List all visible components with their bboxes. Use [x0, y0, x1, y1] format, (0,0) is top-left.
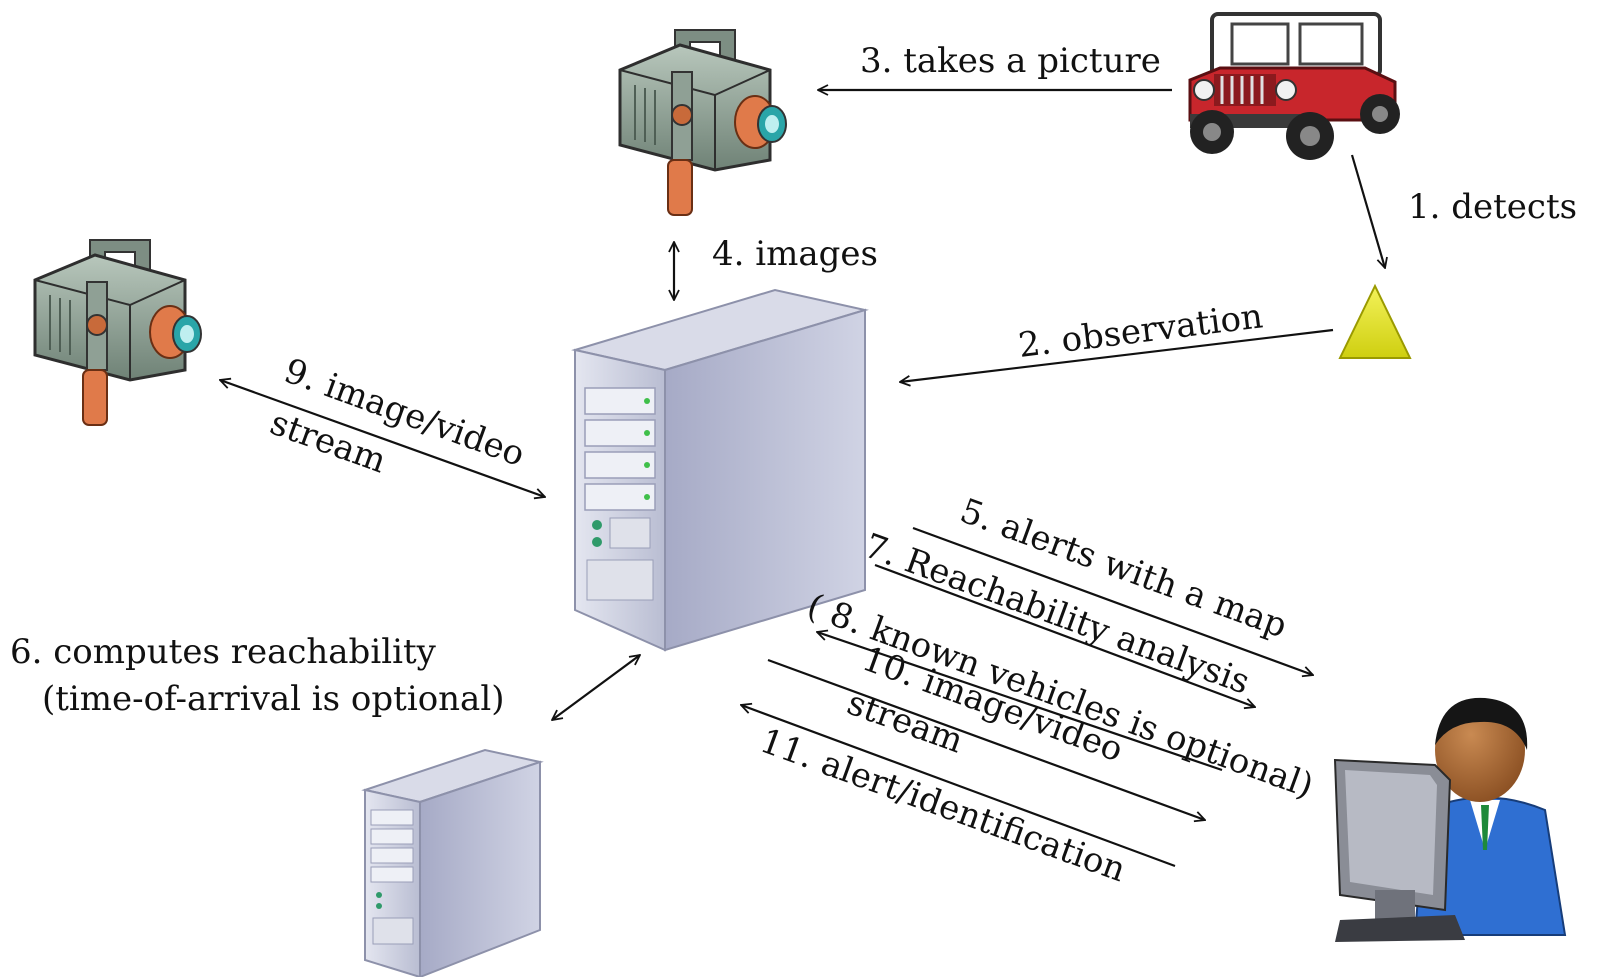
server-tower-icon: [361, 748, 544, 977]
server-tower-icon: [571, 288, 869, 652]
label-step6-line1: 6. computes reachability: [10, 632, 437, 672]
arrow-known-vehicles: [817, 632, 1223, 772]
jeep-icon: [1188, 12, 1400, 160]
arrow-alert-identification: [741, 705, 1176, 868]
arrow-image-video-stream-user: [767, 658, 1205, 820]
sensor-triangle-icon: [1338, 283, 1412, 359]
arrow-reachability-analysis: [874, 563, 1255, 707]
label-step4: 4. images: [712, 234, 878, 274]
surveillance-camera-icon: [33, 239, 202, 426]
arrow-detects: [1350, 154, 1385, 268]
surveillance-camera-icon: [618, 29, 787, 216]
arrow-observation: [900, 328, 1334, 382]
arrow-alerts-with-map: [912, 526, 1313, 675]
operator-at-monitor-icon: [1333, 697, 1567, 942]
label-step2: 2. observation: [1016, 296, 1265, 366]
label-step6-line2: (time-of-arrival is optional): [42, 679, 504, 719]
arrow-computes-reachability: [552, 655, 640, 720]
label-step1: 1. detects: [1408, 187, 1577, 227]
label-step3: 3. takes a picture: [860, 41, 1161, 81]
arrow-image-video-stream-camera: [220, 380, 545, 497]
